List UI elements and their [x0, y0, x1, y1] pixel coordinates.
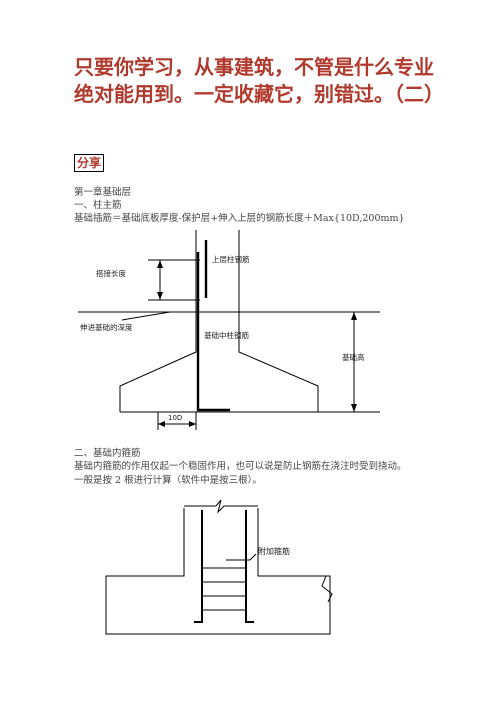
- share-tag: 分享: [74, 154, 105, 172]
- section-2-para-2: 一般是按 2 根进行计算（软件中是按三根）。: [74, 475, 262, 486]
- foundation-rebar-label: 基础中柱钢筋: [204, 330, 249, 340]
- page-title: 只要你学习，从事建筑，不管是什么专业绝对能用到。一定收藏它，别错过。（二）: [74, 55, 444, 106]
- anchor-depth-label: 伸进基础的深度: [80, 322, 133, 332]
- foundation-height-label: 基础高: [342, 352, 365, 362]
- extra-stirrup-label: 附加箍筋: [258, 546, 290, 556]
- column-rebar-diagram: 搭接长度 上层柱钢筋 伸进基础的深度 基础中柱钢筋 基础高 10D: [78, 230, 380, 430]
- chapter-heading: 第一章基础层: [74, 187, 132, 198]
- section-2-heading: 二、基础内箍筋: [74, 448, 141, 459]
- lap-length-label: 搭接长度: [96, 268, 126, 278]
- section-1-formula: 基础插筋＝基础底板厚度-保护层+伸入上层的钢筋长度＋Max{10D,200mm}: [74, 213, 405, 224]
- section-1-heading: 一、柱主筋: [74, 200, 122, 211]
- ten-d-label: 10D: [168, 414, 182, 422]
- foundation-stirrup-diagram: 附加箍筋: [105, 499, 333, 635]
- section-2-para-1: 基础内箍筋的作用仅起一个稳固作用，也可以说是防止钢筋在浇注时受到挠动。: [74, 461, 407, 472]
- upper-rebar-label: 上层柱钢筋: [212, 254, 250, 264]
